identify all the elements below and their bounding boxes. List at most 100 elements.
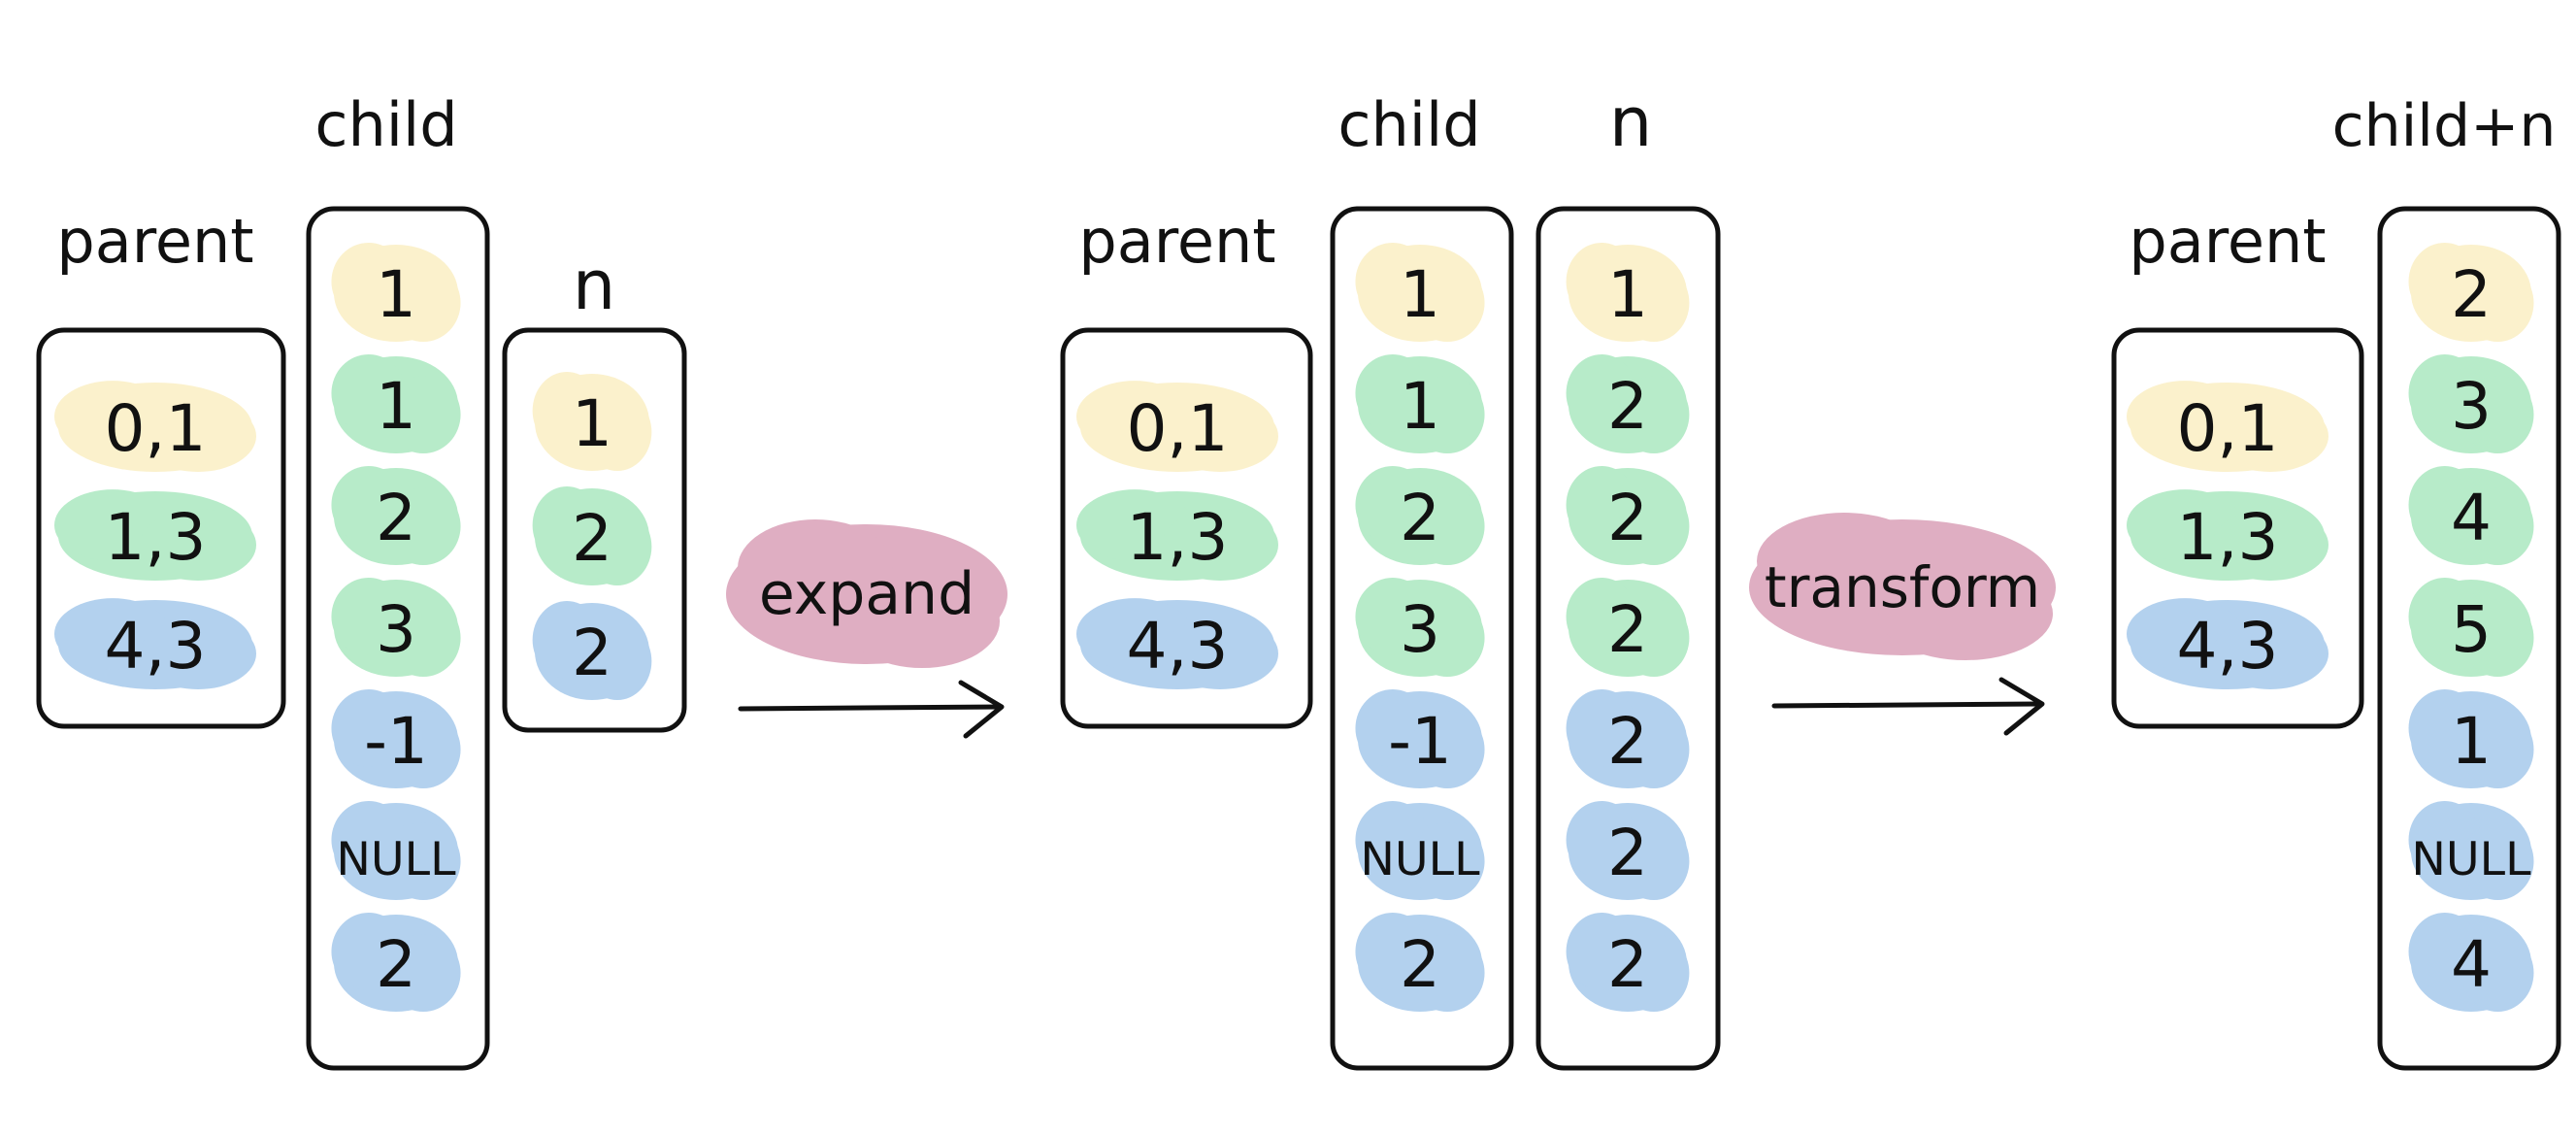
stage1-child-label: child <box>314 89 457 160</box>
cell-value: 1,3 <box>2177 500 2279 575</box>
list-item: 2 <box>2408 243 2534 342</box>
list-item: 2 <box>1355 913 1485 1012</box>
list-item: 2 <box>1566 801 1690 900</box>
stage2-parent-rows: 0,1 1,3 4,3 <box>1076 381 1278 689</box>
cell-value: -1 <box>1388 704 1452 779</box>
list-item: 1,3 <box>2127 489 2328 581</box>
cell-value: 1 <box>376 257 416 332</box>
transform-step: transform <box>1749 513 2056 736</box>
stage2-parent-box <box>1060 327 1313 729</box>
cell-value: 1 <box>1400 257 1440 332</box>
list-item: 1 <box>1566 243 1690 342</box>
list-item: 1,3 <box>1076 489 1278 581</box>
cell-value: NULL <box>336 833 456 886</box>
cell-value: 1 <box>2451 704 2492 779</box>
list-item: NULL <box>2408 801 2534 900</box>
cell-value: 0,1 <box>105 391 207 466</box>
list-item: 4,3 <box>2127 598 2328 689</box>
cell-value: 2 <box>1607 481 1648 555</box>
stage3-child-plus-n-label: child+n <box>2332 92 2557 160</box>
stage1-child-box <box>306 206 490 1071</box>
cell-value: 2 <box>1607 927 1648 1002</box>
list-item: 2 <box>1566 466 1690 565</box>
cell-value: 2 <box>2451 257 2492 332</box>
list-item: 5 <box>2408 578 2534 677</box>
stage1-parent-label: parent <box>56 206 253 277</box>
cell-value: 3 <box>1400 592 1440 667</box>
cell-value: 1,3 <box>105 500 207 575</box>
stage3-parent-label: parent <box>2129 206 2326 277</box>
cell-value: 2 <box>376 927 416 1002</box>
cell-value: 2 <box>376 481 416 555</box>
stage3-parent-box <box>2111 327 2364 729</box>
cell-value: 4,3 <box>1127 609 1229 684</box>
cell-value: 2 <box>572 501 612 576</box>
list-item: -1 <box>331 689 461 788</box>
stage3-child-plus-n-box <box>2377 206 2561 1071</box>
cell-value: 2 <box>1607 704 1648 779</box>
list-item: 2 <box>532 486 652 585</box>
stage3-parent-rows: 0,1 1,3 4,3 <box>2127 381 2328 689</box>
cell-value: 2 <box>572 616 612 690</box>
cell-value: 1,3 <box>1127 500 1229 575</box>
expand-step: expand <box>726 519 1007 739</box>
list-item: NULL <box>1355 801 1485 900</box>
cell-value: 2 <box>1607 816 1648 890</box>
cell-value: 4,3 <box>2177 609 2279 684</box>
stage1-n-label: n <box>573 246 615 325</box>
stage1-parent-box <box>36 327 286 729</box>
list-item: 3 <box>2408 354 2534 453</box>
cell-value: 3 <box>2451 369 2492 444</box>
list-item: 3 <box>331 578 461 677</box>
cell-value: 0,1 <box>2177 391 2279 466</box>
cell-value: 2 <box>1400 481 1440 555</box>
stage2-child-box <box>1330 206 1514 1071</box>
list-item: 2 <box>1566 913 1690 1012</box>
list-item: 0,1 <box>54 381 256 473</box>
stage1-n-items: 1 2 2 <box>532 372 652 700</box>
list-item: 1 <box>331 354 461 453</box>
list-item: 2 <box>1355 466 1485 565</box>
list-item: 1 <box>1355 243 1485 342</box>
cell-value: 2 <box>1607 369 1648 444</box>
list-item: 1 <box>1355 354 1485 453</box>
cell-value: 4 <box>2451 927 2492 1002</box>
cell-value: 1 <box>1400 369 1440 444</box>
stage2-child-label: child <box>1338 89 1480 160</box>
cell-value: -1 <box>364 704 428 779</box>
cell-value: 5 <box>2451 592 2492 667</box>
cell-value: 1 <box>572 386 612 461</box>
cell-value: 2 <box>1400 927 1440 1002</box>
list-item: 1,3 <box>54 489 256 581</box>
cell-value: 1 <box>376 369 416 444</box>
expand-arrow <box>738 680 1005 739</box>
list-item: 2 <box>1566 689 1690 788</box>
list-item: 1 <box>2408 689 2534 788</box>
list-item: 4 <box>2408 466 2534 565</box>
stage1-parent-rows: 0,1 1,3 4,3 <box>54 381 256 689</box>
stage2-n-label: n <box>1609 83 1652 162</box>
stage2-parent-label: parent <box>1078 206 1275 277</box>
list-item: NULL <box>331 801 461 900</box>
cell-value: 4 <box>2451 481 2492 555</box>
cell-value: 0,1 <box>1127 391 1229 466</box>
list-item: 1 <box>532 372 652 471</box>
list-item: 3 <box>1355 578 1485 677</box>
list-item: 1 <box>331 243 461 342</box>
cell-value: 3 <box>376 592 416 667</box>
expand-label: expand <box>759 560 974 628</box>
cell-value: 4,3 <box>105 609 207 684</box>
list-item: 0,1 <box>1076 381 1278 473</box>
list-item: 4 <box>2408 913 2534 1012</box>
cell-value: NULL <box>2411 833 2531 886</box>
cell-value: 1 <box>1607 257 1648 332</box>
stage2-n-box <box>1536 206 1721 1071</box>
list-item: 2 <box>331 913 461 1012</box>
